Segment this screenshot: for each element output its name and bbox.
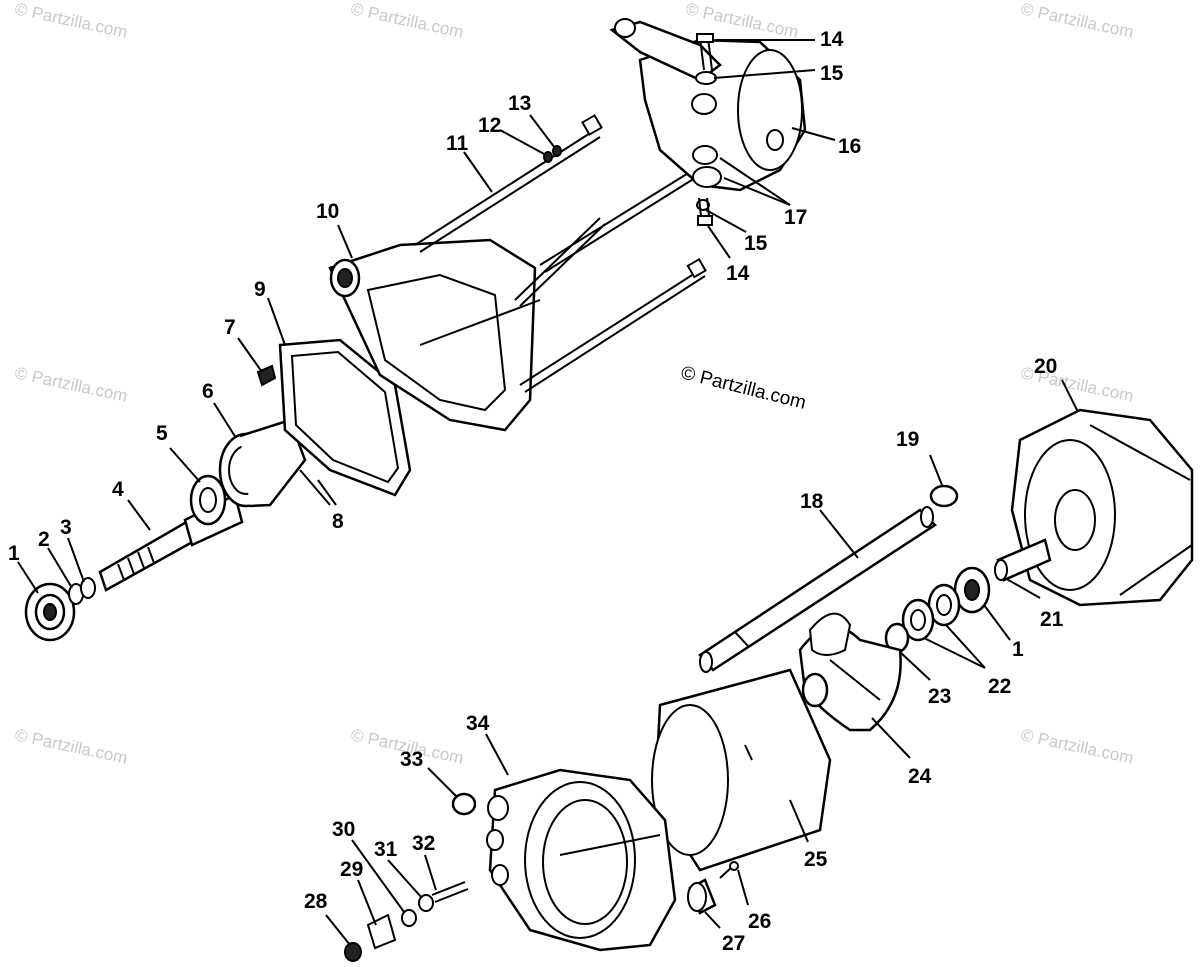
- watermark: © Partzilla.com: [13, 0, 129, 42]
- callout-21: 21: [1040, 608, 1064, 631]
- callout-4: 4: [112, 478, 124, 501]
- watermark: © Partzilla.com: [1019, 0, 1135, 42]
- part-impeller-24: [798, 612, 902, 732]
- callout-12: 12: [478, 114, 501, 137]
- callout-15-top: 15: [820, 62, 844, 85]
- callout-23: 23: [928, 685, 951, 708]
- part-gasket-9: [278, 338, 412, 497]
- part-bolt-14-top: [696, 33, 714, 71]
- part-liner-25: [651, 668, 832, 872]
- callout-26: 26: [748, 910, 771, 933]
- part-bearing-housing-6: [218, 414, 326, 508]
- callout-30: 30: [332, 818, 355, 841]
- callout-31: 31: [374, 838, 398, 861]
- callout-20: 20: [1034, 355, 1057, 378]
- part-ring-33: [451, 792, 477, 816]
- watermarks: © Partzilla.com © Partzilla.com © Partzi…: [13, 0, 1135, 768]
- callout-6: 6: [202, 380, 214, 403]
- callout-labels: 1 2 3 4 5 6 7 9 8 10 11 12 13 14 15 16 1…: [8, 28, 1064, 955]
- watermark: © Partzilla.com: [349, 0, 465, 42]
- callout-9: 9: [254, 278, 266, 301]
- watermark: © Partzilla.com: [13, 725, 129, 767]
- callout-27: 27: [722, 932, 745, 955]
- callout-7: 7: [224, 316, 236, 339]
- callout-5: 5: [156, 422, 168, 445]
- callout-34: 34: [466, 712, 490, 735]
- part-washer-8: [299, 469, 331, 506]
- callout-3: 3: [60, 516, 72, 539]
- callout-19: 19: [896, 428, 919, 451]
- callout-14-bottom: 14: [726, 262, 750, 285]
- part-spacer-27: [687, 878, 717, 915]
- callout-28: 28: [304, 890, 328, 913]
- part-screw-26: [719, 861, 739, 879]
- leader-lines: [17, 39, 1079, 946]
- part-bolts-lower: [514, 171, 707, 393]
- part-nut-28: [344, 942, 362, 962]
- part-ring-19: [929, 484, 959, 508]
- callout-16: 16: [838, 135, 861, 158]
- part-washer-31: [418, 894, 434, 912]
- watermark: © Partzilla.com: [13, 363, 129, 405]
- part-seals-22: [901, 583, 961, 642]
- part-washer-15-top: [691, 71, 717, 115]
- callout-24: 24: [908, 765, 932, 788]
- part-washer-5: [189, 474, 227, 526]
- callout-25: 25: [804, 848, 828, 871]
- callout-32: 32: [412, 832, 435, 855]
- part-plate-29: [366, 913, 397, 950]
- part-bearing-1: [24, 582, 76, 642]
- part-nozzle-20: [1010, 408, 1194, 607]
- part-washer-13: [552, 145, 562, 157]
- part-shaft-18: [698, 506, 937, 673]
- callout-8: 8: [332, 510, 344, 533]
- callout-1: 1: [8, 542, 20, 565]
- callout-17: 17: [784, 206, 807, 229]
- part-housing-16: [609, 18, 807, 192]
- callout-10: 10: [316, 200, 339, 223]
- callout-14-top: 14: [820, 28, 844, 51]
- part-pump-housing-34: [486, 768, 677, 952]
- callout-33: 33: [400, 748, 423, 771]
- callout-1-right: 1: [1012, 638, 1024, 661]
- callout-22: 22: [988, 675, 1011, 698]
- part-bolt-32: [431, 881, 469, 903]
- part-bearing-1-right: [953, 566, 991, 614]
- part-washers-17: [692, 145, 722, 188]
- center-copyright: © Partzilla.com: [679, 362, 808, 413]
- callout-18: 18: [800, 490, 824, 513]
- callout-29: 29: [340, 858, 363, 881]
- part-cone-21: [994, 538, 1052, 582]
- callout-15-bottom: 15: [744, 232, 768, 255]
- callout-13: 13: [508, 92, 531, 115]
- part-ring-3: [80, 577, 96, 599]
- part-mount-10: [328, 238, 541, 432]
- callout-2: 2: [38, 528, 50, 551]
- watermark: © Partzilla.com: [1019, 725, 1135, 767]
- callout-11: 11: [446, 132, 469, 155]
- part-washer-30: [401, 909, 417, 927]
- part-bolt-11: [414, 114, 603, 253]
